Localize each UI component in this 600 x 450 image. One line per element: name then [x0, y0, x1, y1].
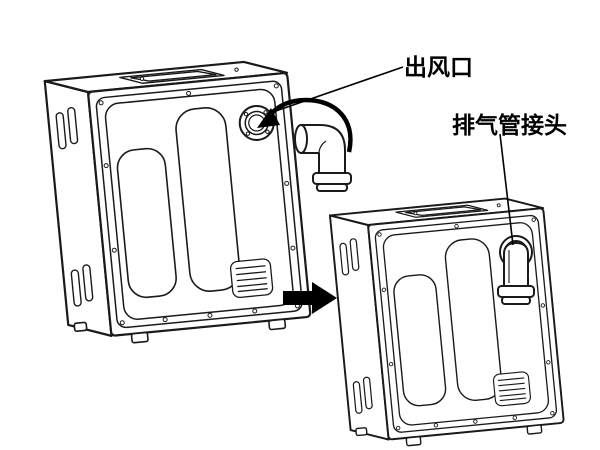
label-exhaust-connector: 排气管接头: [452, 112, 567, 138]
label-air-outlet: 出风口: [404, 54, 473, 80]
dryer-back-view-right: [328, 194, 566, 450]
rotation-arrow-head: [257, 108, 280, 128]
leader-exhaust-connector: [499, 133, 514, 246]
dryer-back-view-left: [43, 56, 313, 350]
elbow-connector-loose: [294, 124, 352, 192]
step-arrow-icon: [283, 282, 337, 314]
leader-air-outlet: [269, 66, 404, 114]
elbow-connector-installed: [497, 235, 535, 305]
